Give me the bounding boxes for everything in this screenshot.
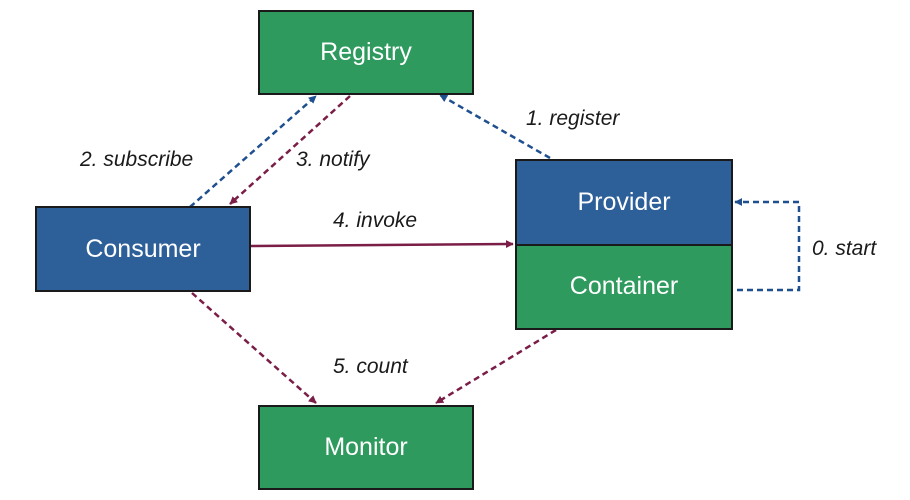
registry-label: Registry — [320, 38, 412, 66]
consumer-label: Consumer — [85, 234, 201, 263]
monitor-node: Monitor — [258, 405, 474, 490]
consumer-node: Consumer — [35, 206, 251, 292]
edge-label-register: 1. register — [526, 107, 620, 130]
edge-label-notify: 3. notify — [296, 148, 370, 171]
edge-count-consumer-arrow — [191, 292, 317, 404]
container-node: Container — [517, 245, 731, 328]
edge-label-start: 0. start — [812, 237, 877, 260]
edge-count-container-arrow — [435, 328, 557, 405]
edge-start-arrow — [734, 198, 801, 292]
edge-label-count: 5. count — [333, 355, 408, 378]
edge-label-subscribe: 2. subscribe — [80, 148, 194, 171]
edge-invoke-arrow — [250, 240, 514, 249]
edge-label-invoke: 4. invoke — [333, 209, 418, 232]
provider-container-group: Provider Container — [515, 159, 733, 330]
provider-label: Provider — [577, 187, 671, 216]
monitor-label: Monitor — [324, 433, 408, 461]
container-label: Container — [569, 272, 679, 301]
registry-node: Registry — [258, 10, 474, 95]
provider-node: Provider — [517, 161, 731, 246]
